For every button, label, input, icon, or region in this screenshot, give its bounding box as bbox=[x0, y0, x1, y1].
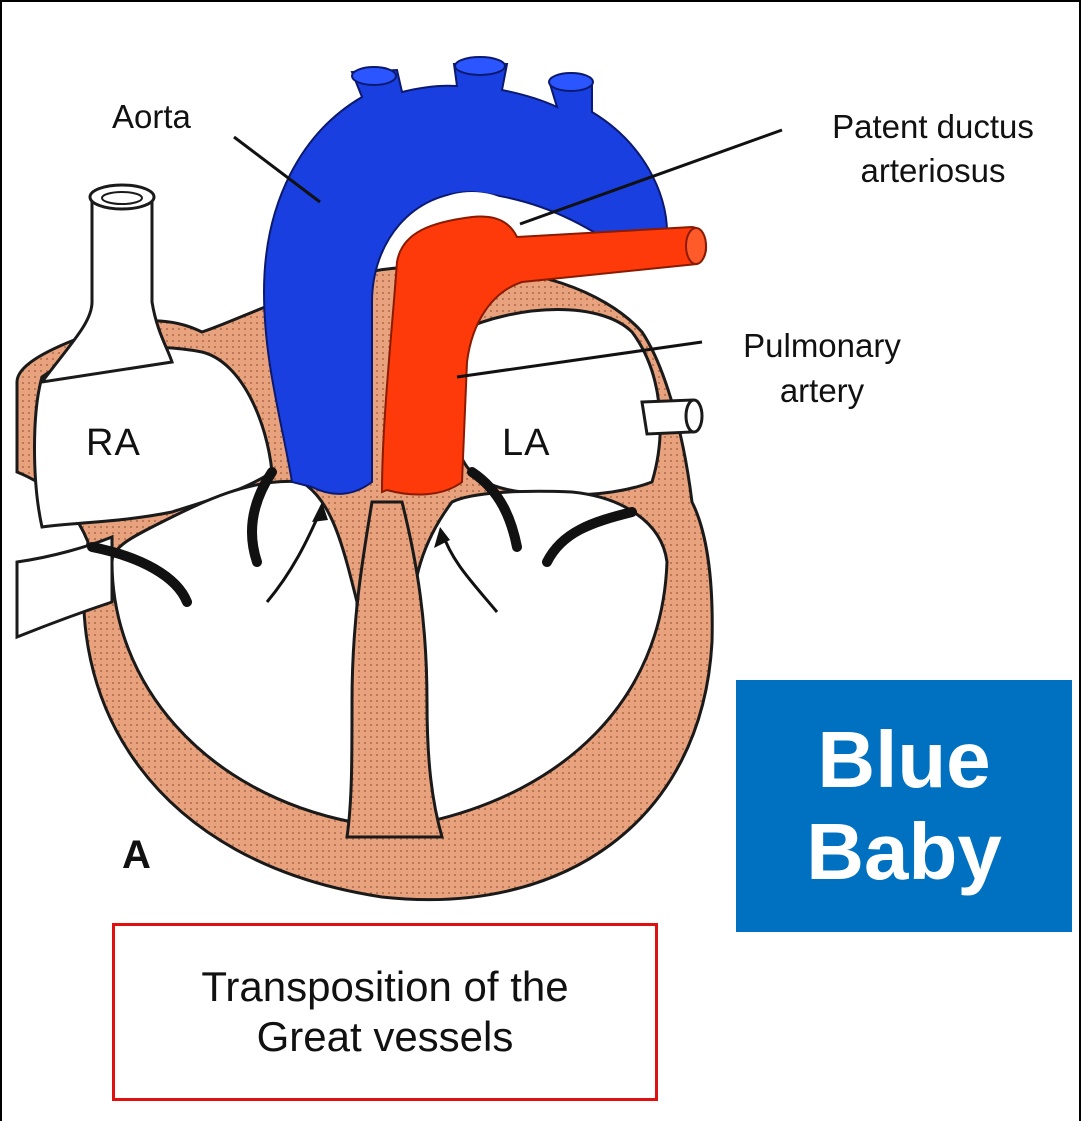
pulmonary-vein-opening bbox=[686, 400, 702, 432]
label-la: LA bbox=[502, 424, 550, 462]
pulmonary-artery-end bbox=[686, 228, 706, 264]
aorta-branch-1 bbox=[352, 67, 396, 85]
caption-line2: Great vessels bbox=[257, 1012, 514, 1062]
caption-line1: Transposition of the bbox=[201, 962, 568, 1012]
label-pda-line2: arteriosus bbox=[788, 152, 1078, 190]
label-pulmonary-line2: artery bbox=[702, 372, 942, 410]
label-ra: RA bbox=[86, 424, 141, 462]
aorta-branch-2 bbox=[455, 57, 505, 75]
badge-line1: Blue bbox=[817, 714, 990, 806]
caption-box: Transposition of the Great vessels bbox=[112, 923, 658, 1101]
superior-vena-cava bbox=[42, 197, 172, 382]
vena-cava-opening bbox=[90, 185, 154, 209]
aorta-branch-3 bbox=[549, 73, 593, 91]
blue-baby-badge: Blue Baby bbox=[736, 680, 1072, 932]
badge-line2: Baby bbox=[806, 806, 1002, 898]
label-panel-a: A bbox=[122, 836, 151, 874]
left-atrium bbox=[457, 310, 660, 495]
pulmonary-vein bbox=[642, 400, 692, 434]
label-pulmonary-line1: Pulmonary bbox=[702, 327, 942, 365]
label-aorta: Aorta bbox=[112, 98, 191, 136]
label-pda-line1: Patent ductus bbox=[788, 108, 1078, 146]
